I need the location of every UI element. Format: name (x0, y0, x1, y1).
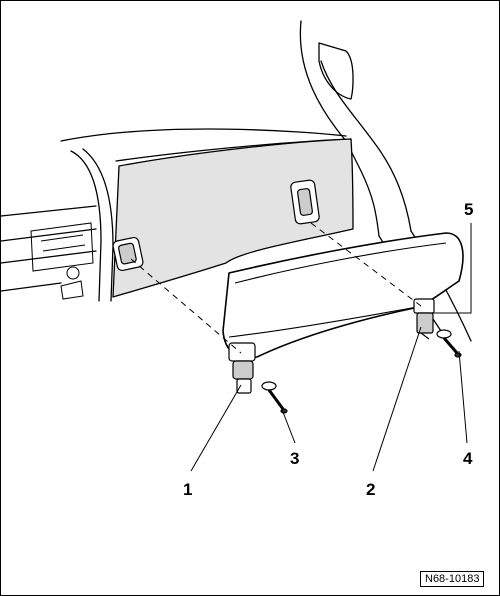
leader-1 (190, 384, 242, 472)
dashboard-detail (30, 222, 94, 300)
dashboard-mid (1, 228, 97, 242)
leader-3 (280, 406, 296, 444)
rear-visor-bracket (413, 298, 435, 340)
leader-5 (433, 223, 472, 314)
rear-mount-pocket (290, 179, 320, 225)
windscreen-frame (70, 150, 102, 302)
roof-trim-panel (112, 138, 354, 298)
dashboard-low (1, 250, 97, 264)
sun-visor-inner-edge (234, 242, 447, 284)
alignment-line-front (130, 258, 242, 354)
callout-5: 5 (464, 200, 474, 219)
front-mount-pocket (112, 236, 144, 272)
leader-2 (372, 326, 422, 472)
figure-reference-code: N68-10183 (420, 571, 485, 587)
front-visor-bracket (228, 342, 256, 394)
callout-2: 2 (366, 480, 376, 499)
screw-front (261, 381, 288, 414)
callout-1: 1 (183, 480, 193, 499)
callout-4: 4 (463, 449, 473, 468)
callout-3: 3 (290, 449, 300, 468)
leader-4 (458, 350, 468, 444)
headliner-edge (60, 128, 347, 142)
screw-rear (436, 329, 462, 358)
pillar-outline-2 (320, 60, 412, 232)
alignment-line-rear (310, 222, 422, 307)
sun-visor-lower-edge (228, 306, 418, 338)
windscreen-frame-2 (82, 148, 114, 302)
pillar-window (318, 42, 354, 100)
sun-visor (222, 232, 464, 359)
dashboard-top (1, 205, 97, 217)
dashboard-edge (1, 282, 62, 292)
